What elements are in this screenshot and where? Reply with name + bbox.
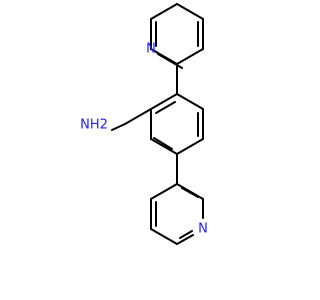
bond [157,53,183,69]
bottom-pyridine-ring: N [150,153,208,245]
top-pyridine-nitrogen-label: N [146,42,156,57]
molecule-svg: N NH2 [80,3,208,245]
central-benzene-ring [150,93,204,155]
bond [150,228,178,245]
bond [153,137,173,150]
bond [111,123,126,131]
bond [124,108,152,125]
bond [155,101,176,114]
bond [179,230,193,239]
aminomethyl-group: NH2 [80,108,152,133]
top-pyridine-ring: N [146,3,204,95]
bond [176,48,204,65]
bond [176,138,204,155]
bottom-pyridine-nitrogen-label: N [198,222,208,237]
bond [176,3,204,20]
bond [150,93,178,110]
amine-label: NH2 [80,118,108,133]
bond [150,183,178,200]
bond [176,93,204,110]
molecule-structure: N NH2 [80,3,208,245]
bond [176,234,194,245]
bond [150,138,178,155]
bond [150,3,178,20]
bond [181,187,199,198]
